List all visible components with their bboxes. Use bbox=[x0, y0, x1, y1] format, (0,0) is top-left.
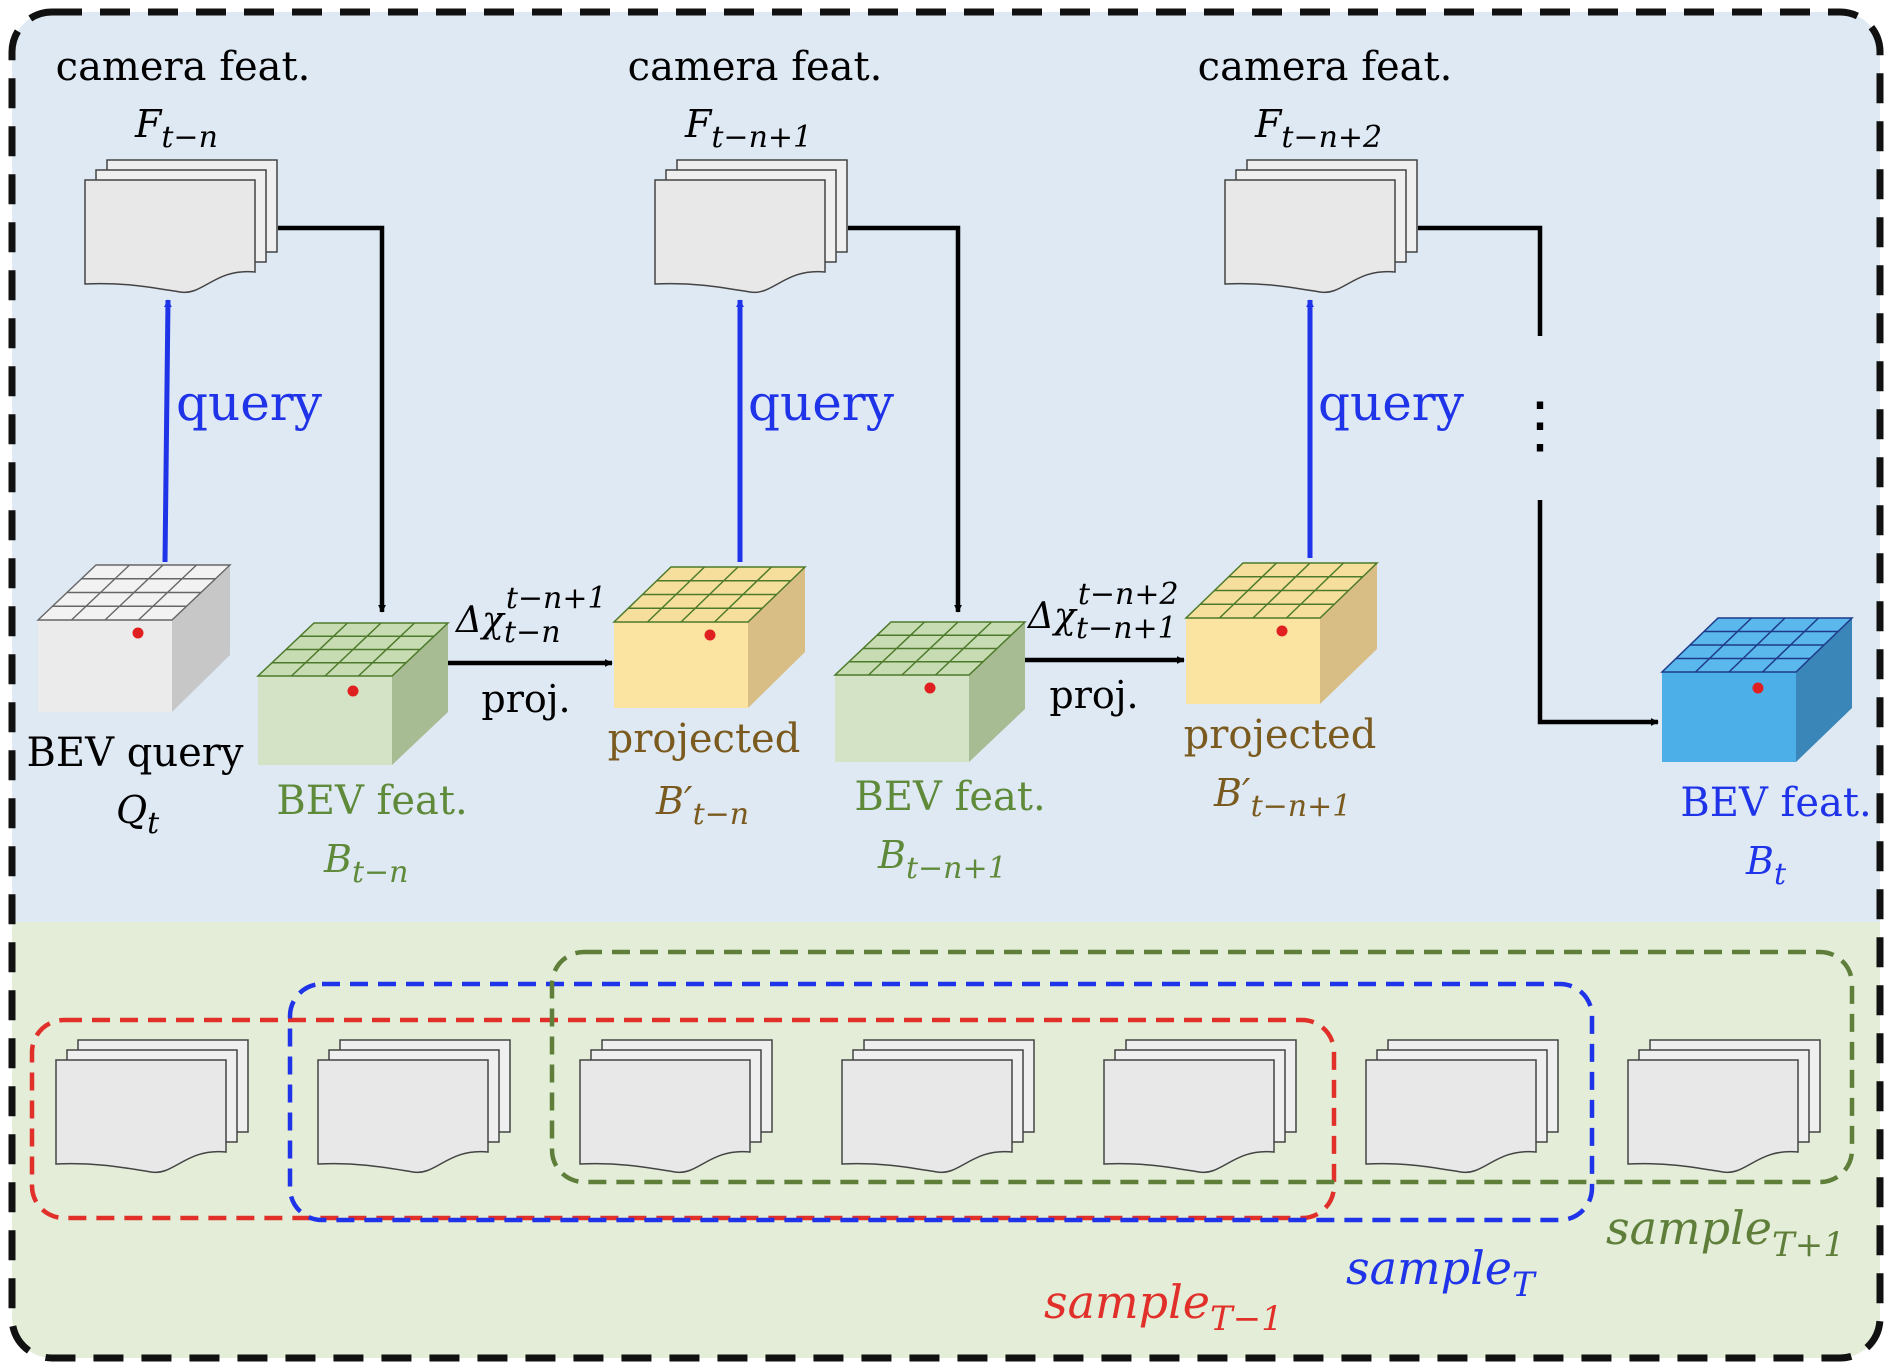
frame-stack-2 bbox=[317, 1039, 511, 1174]
camera-feat-stack-3 bbox=[1224, 159, 1418, 294]
q-t-symbol: Qt bbox=[116, 788, 160, 841]
camera-feat-label-1: camera feat. bbox=[56, 44, 311, 90]
b-t-n1-symbol: Bt−n+1 bbox=[877, 833, 1007, 886]
query-label-1: query bbox=[176, 374, 323, 432]
f-t-n2-symbol: Ft−n+2 bbox=[1254, 102, 1382, 155]
bev-feat-label-t-n: BEV feat. bbox=[276, 778, 467, 824]
frame-stack-4 bbox=[841, 1039, 1035, 1174]
sample-window-t-minus-1 bbox=[29, 1017, 1337, 1221]
frame-stack-7 bbox=[1627, 1039, 1821, 1174]
bev-feat-label-t: BEV feat. bbox=[1680, 780, 1871, 826]
query-arrow-1 bbox=[162, 299, 172, 563]
feat-to-bev-arrow-2 bbox=[848, 225, 962, 613]
bev-query-cube bbox=[36, 564, 232, 712]
bev-query-label: BEV query bbox=[27, 730, 244, 776]
feat-to-bev-arrow-1 bbox=[278, 225, 386, 613]
outer-dashed-frame bbox=[8, 8, 1884, 1362]
camera-feat-stack-2 bbox=[654, 159, 848, 294]
top-panel bbox=[12, 12, 1880, 922]
b-t-n-symbol: Bt−n bbox=[323, 837, 408, 890]
proj-label-2: proj. bbox=[1049, 673, 1138, 717]
projected-label-t-n: projected bbox=[608, 716, 801, 762]
b-prime-t-n-symbol: B′t−n bbox=[655, 779, 749, 832]
b-t-symbol: Bt bbox=[1745, 839, 1787, 892]
query-label-2: query bbox=[748, 374, 895, 432]
projected-label-t-n1: projected bbox=[1184, 712, 1377, 758]
camera-feat-label-2: camera feat. bbox=[628, 44, 883, 90]
sample-window-t bbox=[287, 981, 1595, 1223]
bev-feat-label-t-n1: BEV feat. bbox=[854, 774, 1045, 820]
query-label-3: query bbox=[1318, 374, 1465, 432]
camera-feat-label-3: camera feat. bbox=[1198, 44, 1453, 90]
bev-feat-cube-t-n bbox=[256, 622, 450, 765]
projected-cube-t-n bbox=[612, 566, 807, 708]
sample-label-t-plus-1: sampleT+1 bbox=[1606, 1201, 1845, 1265]
ellipsis: ⋮ bbox=[1509, 388, 1571, 461]
sample-window-t-plus-1 bbox=[549, 949, 1855, 1185]
b-prime-t-n1-symbol: B′t−n+1 bbox=[1213, 771, 1351, 824]
camera-feat-stack-1 bbox=[84, 159, 278, 294]
frame-stack-1 bbox=[55, 1039, 249, 1174]
proj-label-1: proj. bbox=[481, 677, 570, 721]
projected-cube-t-n1 bbox=[1184, 562, 1379, 704]
bev-feat-cube-t-n1 bbox=[833, 621, 1027, 762]
sample-label-t-minus-1: sampleT−1 bbox=[1044, 1275, 1283, 1339]
f-t-n1-symbol: Ft−n+1 bbox=[684, 102, 812, 155]
sample-label-t: sampleT bbox=[1346, 1241, 1537, 1305]
feat-to-ellipsis-line bbox=[1418, 225, 1543, 336]
f-t-n-symbol: Ft−n bbox=[134, 102, 218, 155]
frame-stack-6 bbox=[1365, 1039, 1559, 1174]
frame-stack-5 bbox=[1103, 1039, 1297, 1174]
ellipsis-to-bev-t-arrow bbox=[1537, 500, 1659, 726]
bev-feat-cube-t bbox=[1660, 617, 1854, 762]
frame-stack-3 bbox=[579, 1039, 773, 1174]
